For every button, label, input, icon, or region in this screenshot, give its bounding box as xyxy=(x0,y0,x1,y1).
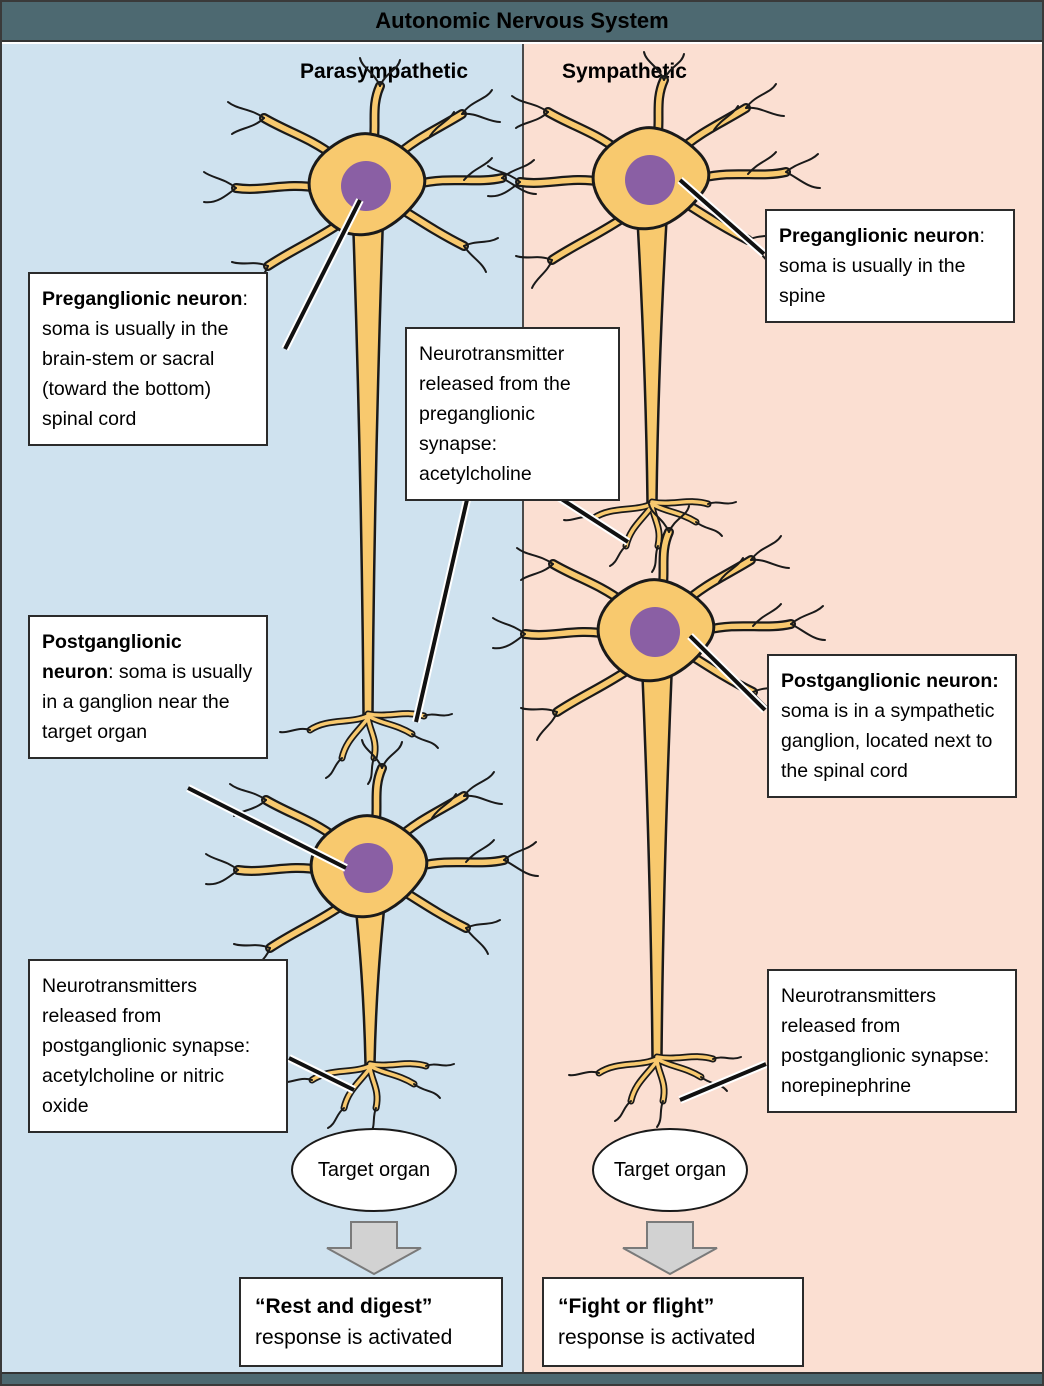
postganglionic-right-box-text: soma is in a sympathetic ganglion, locat… xyxy=(781,700,995,782)
preganglionic-neuron-right-illustration xyxy=(488,52,820,572)
fight-or-flight-box: “Fight or flight” response is activated xyxy=(542,1277,804,1367)
diagram-title-bar: Autonomic Nervous System xyxy=(2,2,1042,42)
sympathetic-header: Sympathetic xyxy=(562,60,687,83)
target-organ-oval-left: Target organ xyxy=(291,1128,457,1212)
fight-or-flight-line2: response is activated xyxy=(558,1326,756,1349)
preganglionic-left-box: Preganglionic neuron: soma is usually in… xyxy=(28,272,268,446)
parasympathetic-header: Parasympathetic xyxy=(299,60,469,83)
postganglionic-left-box-text: : soma is usually in a ganglion near the… xyxy=(42,661,253,743)
neurotransmitter-preganglionic-box-text: Neurotransmitter released from the prega… xyxy=(419,343,571,485)
neurotransmitters-postganglionic-left-box-text: Neurotransmitters released from postgang… xyxy=(42,975,251,1117)
postganglionic-neuron-left-illustration xyxy=(206,740,538,1134)
target-organ-right-label: Target organ xyxy=(613,1158,727,1181)
leader-lines xyxy=(186,176,768,1104)
postganglionic-neuron-right-illustration xyxy=(493,504,825,1127)
rest-and-digest-line1: “Rest and digest” xyxy=(255,1295,433,1318)
neurotransmitters-postganglionic-right-box: Neurotransmitters released from postgang… xyxy=(767,969,1017,1113)
down-arrow-right-icon xyxy=(622,1221,718,1276)
down-arrow-left-icon xyxy=(326,1221,422,1276)
postganglionic-right-box: Postganglionic neuron: soma is in a symp… xyxy=(767,654,1017,798)
rest-and-digest-box: “Rest and digest” response is activated xyxy=(239,1277,503,1367)
neurotransmitters-postganglionic-right-box-text: Neurotransmitters released from postgang… xyxy=(781,985,990,1097)
preganglionic-right-box: Preganglionic neuron: soma is usually in… xyxy=(765,209,1015,323)
fight-or-flight-line1: “Fight or flight” xyxy=(558,1295,715,1318)
preganglionic-right-box-text: : soma is usually in the spine xyxy=(779,225,985,307)
rest-and-digest-line2: response is activated xyxy=(255,1326,453,1349)
postganglionic-right-box-bold: Postganglionic neuron: xyxy=(781,670,999,692)
target-organ-left-label: Target organ xyxy=(317,1158,431,1181)
diagram-title: Autonomic Nervous System xyxy=(375,8,669,33)
preganglionic-left-box-text: : soma is usually in the brain-stem or s… xyxy=(42,288,248,430)
bottom-bar xyxy=(2,1372,1042,1384)
preganglionic-right-box-bold: Preganglionic neuron xyxy=(779,225,980,247)
preganglionic-neuron-left-illustration xyxy=(204,58,536,784)
neurotransmitter-preganglionic-box: Neurotransmitter released from the prega… xyxy=(405,327,620,501)
target-organ-oval-right: Target organ xyxy=(592,1128,748,1212)
preganglionic-left-box-bold: Preganglionic neuron xyxy=(42,288,243,310)
postganglionic-left-box: Postganglionic neuron: soma is usually i… xyxy=(28,615,268,759)
neurotransmitters-postganglionic-left-box: Neurotransmitters released from postgang… xyxy=(28,959,288,1133)
postganglionic-left-box-bold: Postganglionic neuron xyxy=(42,631,182,683)
